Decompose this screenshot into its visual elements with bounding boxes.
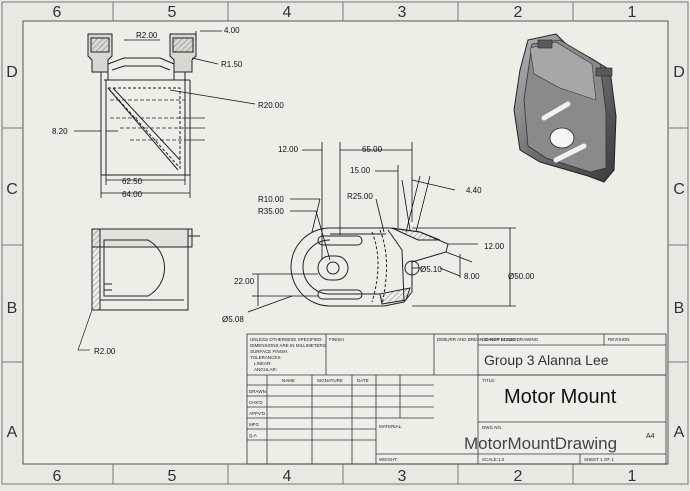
side-view-labels: 12.00 65.00 15.00 4.40 R10.00 R35.00 R25… bbox=[222, 145, 535, 324]
dim-r10: R10.00 bbox=[258, 195, 284, 204]
zone-row-right-a: A bbox=[674, 424, 685, 441]
title-block-grid bbox=[246, 333, 667, 465]
tb-author: Group 3 Alanna Lee bbox=[484, 352, 609, 368]
tb-sheet: SHEET 1 OF 1 bbox=[584, 457, 614, 462]
tb-do-not-scale: DO NOT SCALE DRAWING bbox=[482, 337, 539, 342]
zone-col-bottom-5: 2 bbox=[514, 468, 523, 485]
tb-dwg-no-label: DWG NO. bbox=[482, 425, 502, 430]
dim-phi5-08: Ø5.08 bbox=[222, 315, 244, 324]
tb-tolerances: TOLERANCES: bbox=[250, 355, 282, 360]
tb-size: A4 bbox=[646, 433, 655, 440]
dim-4-4: 4.40 bbox=[466, 186, 482, 195]
dim-r25: R25.00 bbox=[347, 192, 373, 201]
zone-col-bottom-4: 3 bbox=[398, 468, 407, 485]
dim-8-2: 8.20 bbox=[52, 127, 68, 136]
tb-part-name: Motor Mount bbox=[504, 386, 617, 408]
tb-dwg-no: MotorMountDrawing bbox=[464, 434, 617, 453]
zone-col-top-1: 6 bbox=[53, 4, 62, 21]
zone-ticks bbox=[2, 2, 688, 484]
tb-angular: ANGULAR: bbox=[254, 367, 277, 372]
dim-r20: R20.00 bbox=[258, 101, 284, 110]
tb-scale: SCALE:1:2 bbox=[482, 457, 505, 462]
tb-row-qa: Q.A bbox=[249, 433, 257, 438]
tb-date-col: DATE bbox=[357, 378, 369, 383]
zone-col-top-4: 3 bbox=[398, 4, 407, 21]
zone-row-left-c: C bbox=[6, 181, 18, 198]
dim-4: 4.00 bbox=[224, 26, 240, 35]
tb-row-appvd: APPV'D bbox=[249, 411, 266, 416]
tb-row-chkd: CHK'D bbox=[249, 400, 263, 405]
dim-phi5-1: Ø5.10 bbox=[420, 265, 442, 274]
zone-col-top-6: 1 bbox=[628, 4, 637, 21]
tb-weight: WEIGHT: bbox=[379, 457, 398, 462]
zone-col-top-5: 2 bbox=[514, 4, 523, 21]
section-view bbox=[77, 228, 200, 351]
zone-row-right-b: B bbox=[674, 300, 685, 317]
dim-64: 64.00 bbox=[122, 190, 143, 199]
zone-row-right-c: C bbox=[673, 181, 685, 198]
dim-r1-5: R1.50 bbox=[221, 60, 243, 69]
front-view-dims bbox=[74, 30, 256, 198]
side-view bbox=[290, 227, 449, 307]
tb-unless: UNLESS OTHERWISE SPECIFIED: bbox=[250, 337, 323, 342]
tb-row-mfg: MFG bbox=[249, 422, 259, 427]
dim-12: 12.00 bbox=[278, 145, 299, 154]
zone-col-bottom-6: 1 bbox=[628, 468, 637, 485]
dim-15: 15.00 bbox=[350, 166, 371, 175]
tb-signature-col: SIGNATURE bbox=[317, 378, 343, 383]
dim-62-5: 62.50 bbox=[122, 177, 143, 186]
zone-col-bottom-3: 4 bbox=[283, 468, 292, 485]
dim-r2-top: R2.00 bbox=[136, 31, 158, 40]
isometric-view bbox=[513, 33, 617, 183]
zone-row-left-d: D bbox=[6, 64, 18, 81]
zone-row-left-b: B bbox=[7, 300, 18, 317]
tb-material: MATERIAL: bbox=[379, 424, 402, 429]
zone-col-top-2: 5 bbox=[168, 4, 177, 21]
dim-phi50: Ø50.00 bbox=[508, 272, 535, 281]
tb-name-col: NAME bbox=[282, 378, 295, 383]
zone-labels: 6 5 4 3 2 1 6 5 4 3 2 1 D C B A D C B A bbox=[6, 4, 685, 485]
dim-r35: R35.00 bbox=[258, 207, 284, 216]
tb-dims-in: DIMENSIONS ARE IN MILLIMETERS bbox=[250, 343, 326, 348]
dim-22: 22.00 bbox=[234, 277, 255, 286]
zone-col-bottom-1: 6 bbox=[53, 468, 62, 485]
side-view-dims bbox=[247, 142, 516, 313]
zone-col-bottom-2: 5 bbox=[168, 468, 177, 485]
zone-row-left-a: A bbox=[7, 424, 18, 441]
dim-r2-bottom: R2.00 bbox=[94, 347, 116, 356]
tb-title-label: TITLE: bbox=[482, 378, 496, 383]
tb-surface: SURFACE FINISH: bbox=[250, 349, 289, 354]
tb-row-drawn: DRAWN bbox=[249, 389, 266, 394]
dim-12b: 12.00 bbox=[484, 242, 505, 251]
dim-8: 8.00 bbox=[464, 272, 480, 281]
tb-revision: REVISION bbox=[608, 337, 630, 342]
tb-deburr: DEBURR AND BREAK SHARP EDGES bbox=[437, 337, 517, 342]
front-view-labels: R2.00 4.00 R1.50 R20.00 8.20 62.50 64.00 bbox=[52, 26, 284, 199]
tb-finish: FINISH bbox=[329, 337, 344, 342]
tb-linear: LINEAR: bbox=[254, 361, 272, 366]
front-view bbox=[87, 33, 205, 176]
dim-65: 65.00 bbox=[362, 145, 383, 154]
zone-row-right-d: D bbox=[673, 64, 685, 81]
zone-col-top-3: 4 bbox=[283, 4, 292, 21]
title-block-small-text: UNLESS OTHERWISE SPECIFIED: DIMENSIONS A… bbox=[249, 337, 630, 462]
